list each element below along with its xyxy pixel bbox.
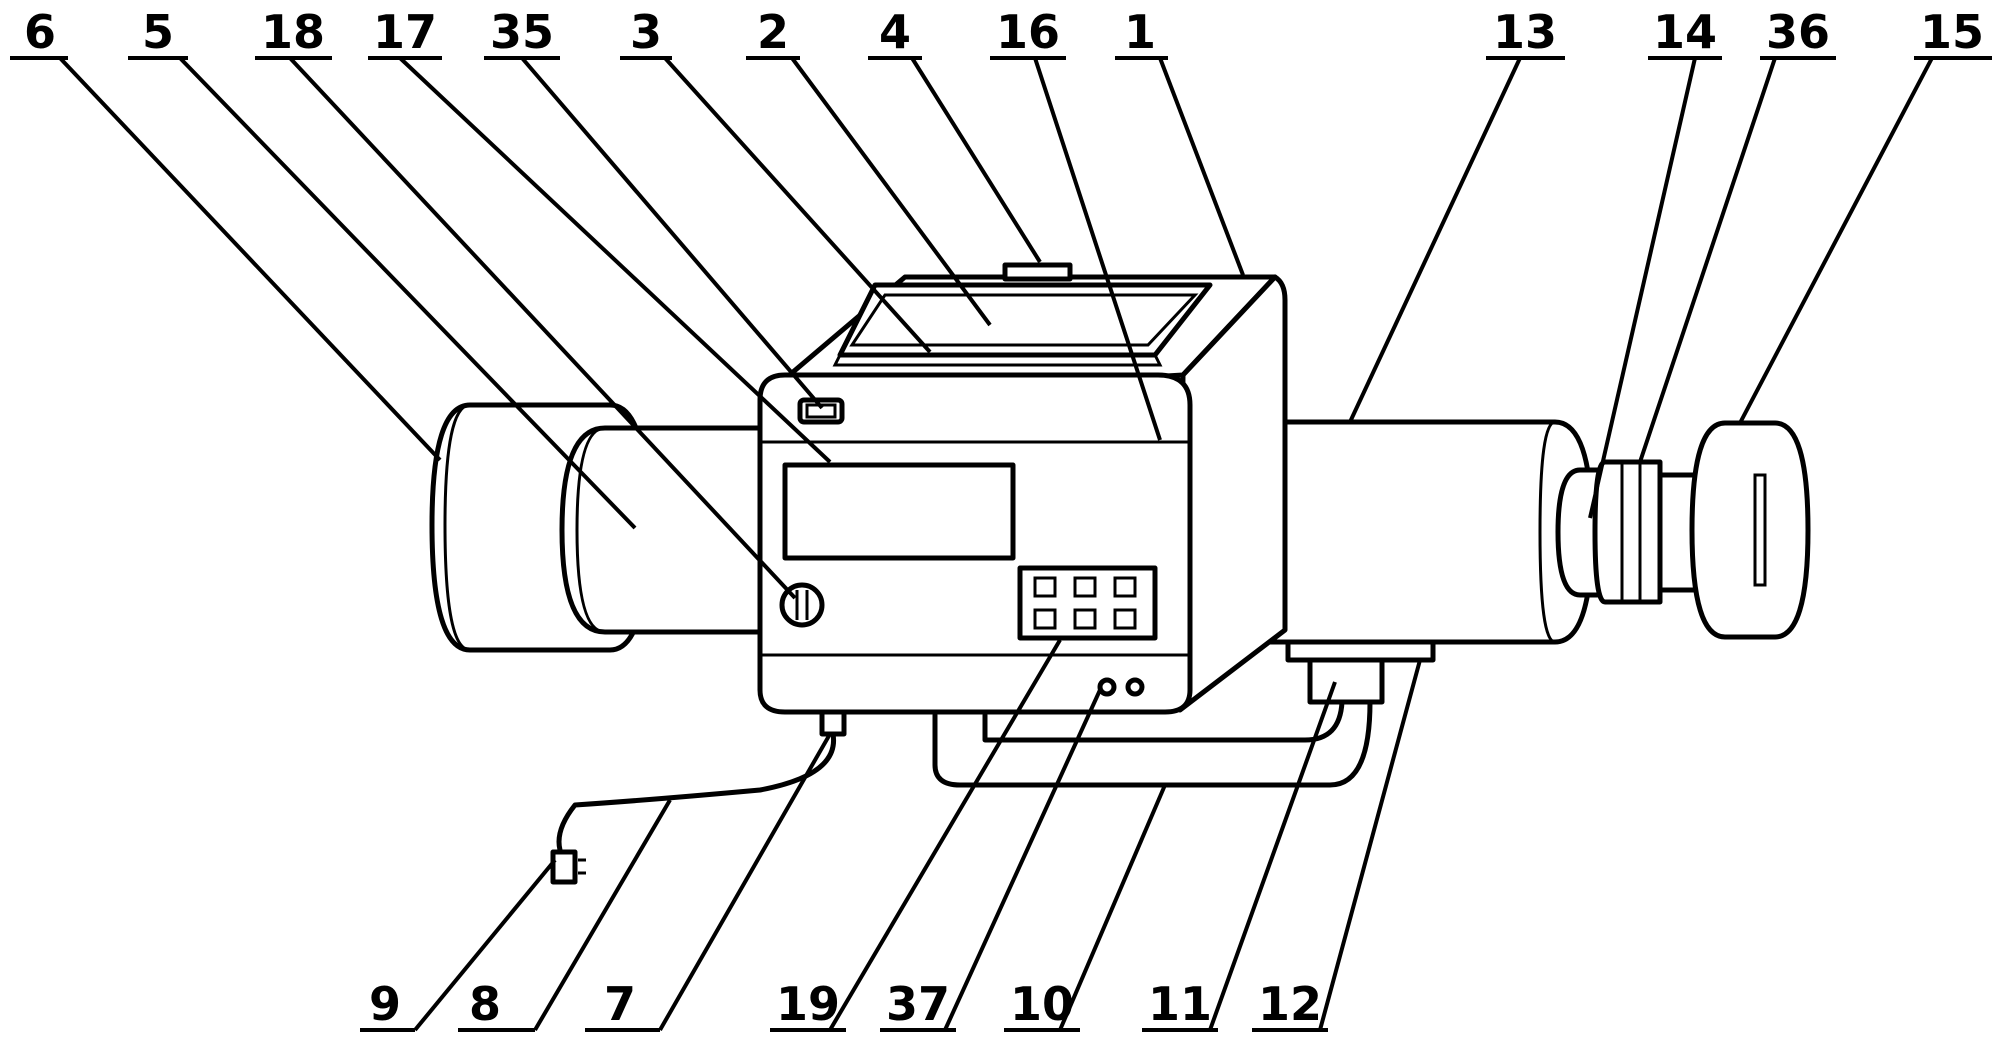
- indicator-light-b: [1125, 677, 1145, 697]
- svg-text:2: 2: [757, 5, 789, 59]
- callout-label-6: 6: [10, 5, 68, 60]
- end-cap: [1689, 420, 1811, 640]
- callout-label-19: 19: [770, 977, 846, 1032]
- svg-text:13: 13: [1493, 5, 1557, 59]
- svg-text:8: 8: [469, 977, 501, 1031]
- outer-hose: [932, 699, 1373, 788]
- svg-text:17: 17: [373, 5, 437, 59]
- svg-text:35: 35: [490, 5, 554, 59]
- svg-text:36: 36: [1766, 5, 1830, 59]
- leader-lines: [58, 56, 1934, 1032]
- callout-label-9: 9: [360, 977, 415, 1032]
- callout-label-1: 1: [1115, 5, 1168, 60]
- callout-label-36: 36: [1760, 5, 1836, 60]
- callout-label-35: 35: [484, 5, 560, 60]
- callout-label-13: 13: [1486, 5, 1565, 60]
- power-cable: [556, 731, 837, 853]
- callout-label-17: 17: [368, 5, 442, 60]
- callout-label-7: 7: [585, 977, 660, 1032]
- power-plug: [550, 849, 586, 885]
- svg-text:11: 11: [1148, 977, 1212, 1031]
- inner-hose: [982, 699, 1345, 743]
- callout-label-2: 2: [746, 5, 800, 60]
- connector-block: [1307, 657, 1385, 705]
- right-fitting: [1555, 459, 1663, 605]
- callout-label-5: 5: [128, 5, 188, 60]
- svg-text:9: 9: [369, 977, 401, 1031]
- callout-label-8: 8: [458, 977, 535, 1032]
- svg-text:3: 3: [630, 5, 662, 59]
- indicator-light-a: [1097, 677, 1117, 697]
- svg-text:1: 1: [1124, 5, 1156, 59]
- svg-text:16: 16: [996, 5, 1060, 59]
- svg-text:12: 12: [1258, 977, 1322, 1031]
- callout-label-10: 10: [1004, 977, 1080, 1032]
- power-socket: [819, 709, 847, 737]
- svg-text:7: 7: [604, 977, 636, 1031]
- svg-text:19: 19: [776, 977, 840, 1031]
- callout-label-4: 4: [868, 5, 922, 60]
- svg-text:5: 5: [142, 5, 174, 59]
- svg-text:18: 18: [261, 5, 325, 59]
- svg-text:15: 15: [1920, 5, 1984, 59]
- svg-text:4: 4: [879, 5, 911, 59]
- mount-bracket: [1285, 639, 1436, 663]
- callout-label-18: 18: [255, 5, 332, 60]
- callout-label-12: 12: [1252, 977, 1328, 1032]
- callout-label-11: 11: [1142, 977, 1218, 1032]
- top-lid: [832, 262, 1213, 367]
- callout-label-16: 16: [990, 5, 1066, 60]
- callout-label-37: 37: [880, 977, 956, 1032]
- usb-port: [797, 397, 845, 425]
- callout-label-3: 3: [620, 5, 672, 60]
- lid-handle: [1002, 262, 1073, 282]
- keypad: [1017, 565, 1158, 641]
- callout-label-14: 14: [1648, 5, 1722, 60]
- svg-text:14: 14: [1653, 5, 1717, 59]
- svg-text:6: 6: [24, 5, 56, 59]
- svg-text:37: 37: [886, 977, 950, 1031]
- left-inner-cylinder: [559, 425, 773, 635]
- svg-text:10: 10: [1010, 977, 1074, 1031]
- display-screen: [782, 462, 1016, 561]
- callout-label-15: 15: [1914, 5, 1992, 60]
